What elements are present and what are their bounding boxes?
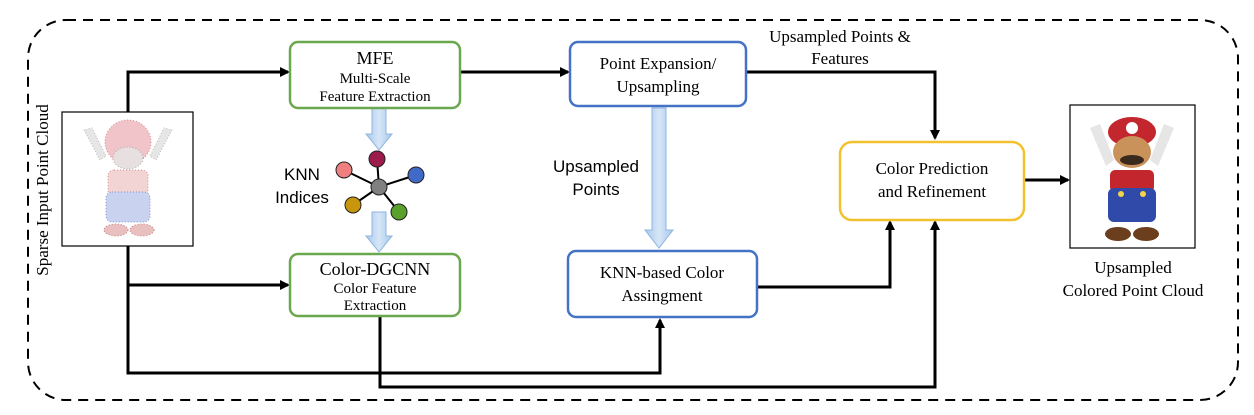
mfe-title: MFE <box>356 48 393 68</box>
knn-node-green <box>390 203 408 221</box>
knn-color-line2: Assingment <box>621 286 703 305</box>
dgcnn-title: Color-DGCNN <box>320 259 431 279</box>
box-color-dgcnn: Color-DGCNN Color Feature Extraction <box>288 252 462 318</box>
upsampled-points-label-line1: Upsampled <box>553 157 639 176</box>
box-point-expansion: Point Expansion/ Upsampling <box>568 40 748 108</box>
knn-node-center <box>370 178 388 196</box>
connector-dgcnn-to-color-pred <box>378 220 940 389</box>
flow-connectors <box>126 67 1070 389</box>
knn-node-gold <box>344 196 362 214</box>
connector-input-to-knn-color <box>126 285 665 375</box>
color-pred-line2: and Refinement <box>878 182 986 201</box>
up-pts-feat-label-line1: Upsampled Points & <box>769 27 911 46</box>
expansion-line2: Upsampling <box>616 77 700 96</box>
connector-expansion-to-color-pred <box>746 70 940 140</box>
connector-knn-color-to-color-pred <box>757 220 895 289</box>
up-pts-feat-label-line2: Features <box>811 49 869 68</box>
mfe-line1: Multi-Scale <box>340 71 411 87</box>
input-mario-figure <box>83 119 173 237</box>
input-point-cloud-image <box>61 111 194 247</box>
output-label-line2: Colored Point Cloud <box>1063 281 1204 300</box>
output-mario-figure <box>1090 117 1174 241</box>
blue-arrow-mfe-down <box>364 107 394 151</box>
frame-label: Sparse Input Point Cloud <box>33 104 52 276</box>
color-pred-line1: Color Prediction <box>876 159 989 178</box>
blue-arrow-expansion-down <box>643 107 675 249</box>
box-mfe: MFE Multi-Scale Feature Extraction <box>288 40 462 110</box>
connector-input-to-mfe <box>126 67 290 112</box>
blue-arrow-knn-down <box>364 211 394 253</box>
upsampled-points-label-line2: Points <box>572 180 619 199</box>
output-point-cloud-image <box>1069 104 1196 249</box>
knn-label-line2: Indices <box>275 188 329 207</box>
knn-color-line1: KNN-based Color <box>600 263 725 282</box>
knn-node-maroon <box>368 150 386 168</box>
connector-input-to-dgcnn <box>126 246 290 290</box>
box-knn-color-assignment: KNN-based Color Assingment <box>566 249 759 319</box>
knn-node-blue <box>407 166 425 184</box>
knn-node-pink <box>335 161 353 179</box>
mfe-line2: Feature Extraction <box>319 89 431 105</box>
expansion-line1: Point Expansion/ <box>600 54 717 73</box>
box-color-prediction: Color Prediction and Refinement <box>838 140 1026 222</box>
dgcnn-line2: Extraction <box>344 298 407 314</box>
dgcnn-line1: Color Feature <box>334 281 417 297</box>
output-label-line1: Upsampled <box>1094 258 1172 277</box>
knn-label-line1: KNN <box>284 165 320 184</box>
dashed-frame <box>27 19 1239 401</box>
